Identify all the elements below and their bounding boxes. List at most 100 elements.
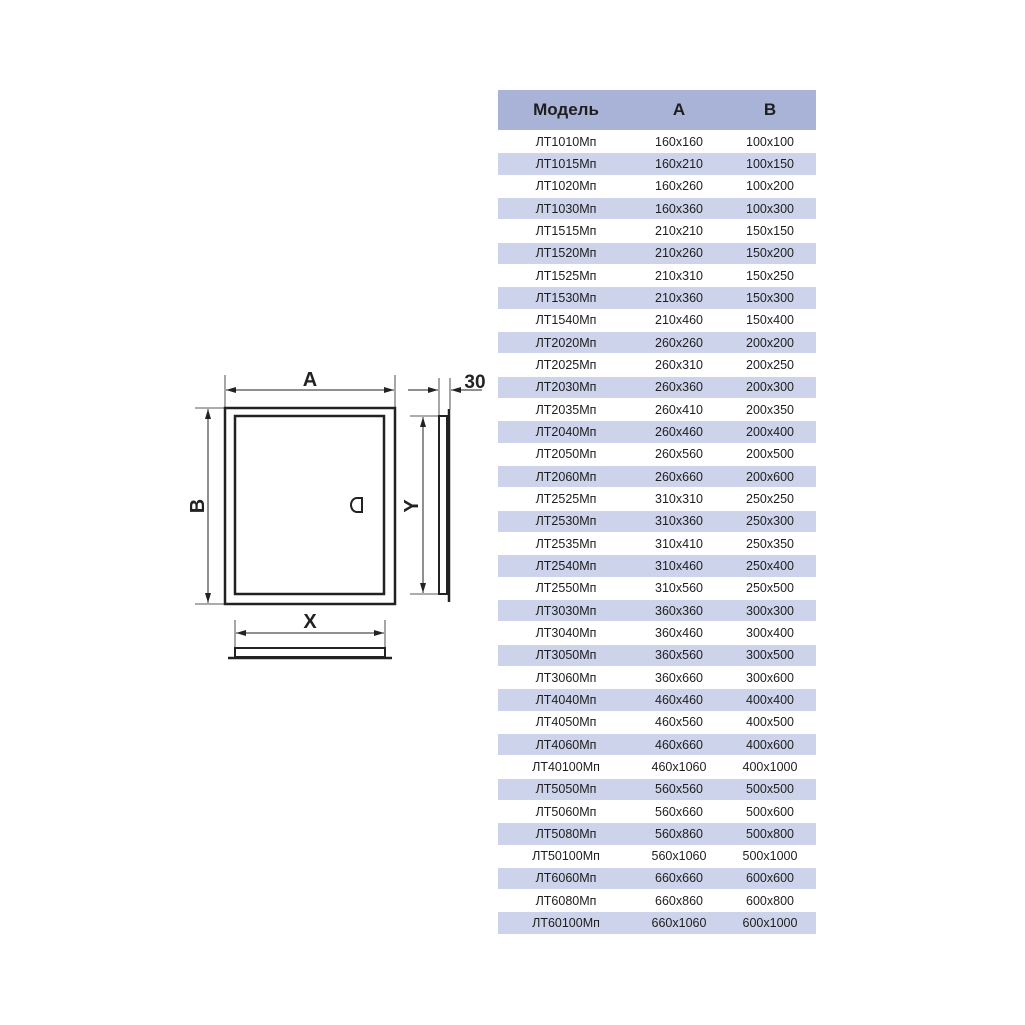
- model-cell: ЛТ4050Мп: [498, 710, 634, 733]
- size-a-cell: 310x460: [634, 554, 724, 577]
- size-b-cell: 250x250: [724, 487, 816, 509]
- hatch-side-view: [438, 415, 448, 595]
- size-a-cell: 210x460: [634, 308, 724, 331]
- size-b-cell: 150x300: [724, 286, 816, 309]
- header-b: B: [724, 90, 816, 130]
- size-a-cell: 560x860: [634, 822, 724, 845]
- size-a-cell: 260x660: [634, 464, 724, 488]
- size-a-cell: 310x360: [634, 509, 724, 532]
- model-cell: ЛТ2060Мп: [498, 464, 634, 488]
- size-b-cell: 400x600: [724, 732, 816, 756]
- model-cell: ЛТ2025Мп: [498, 353, 634, 375]
- model-cell: ЛТ1515Мп: [498, 219, 634, 241]
- size-b-cell: 150x150: [724, 219, 816, 241]
- size-a-cell: 260x460: [634, 420, 724, 443]
- size-a-cell: 260x360: [634, 375, 724, 398]
- model-cell: ЛТ2030Мп: [498, 375, 634, 398]
- size-a-cell: 360x460: [634, 621, 724, 643]
- model-cell: ЛТ5060Мп: [498, 799, 634, 822]
- header-a: A: [634, 90, 724, 130]
- model-cell: ЛТ2050Мп: [498, 442, 634, 465]
- size-a-cell: 260x410: [634, 397, 724, 420]
- size-a-cell: 260x310: [634, 353, 724, 375]
- label-a: A: [303, 369, 317, 391]
- label-depth: 30: [464, 372, 485, 393]
- size-b-cell: 300x600: [724, 665, 816, 688]
- size-a-cell: 260x260: [634, 330, 724, 354]
- size-b-cell: 200x600: [724, 464, 816, 488]
- size-a-cell: 160x210: [634, 152, 724, 175]
- size-b-cell: 100x300: [724, 196, 816, 220]
- size-b-cell: 150x200: [724, 241, 816, 264]
- size-b-cell: 200x350: [724, 397, 816, 420]
- size-a-cell: 460x660: [634, 732, 724, 756]
- size-b-cell: 250x500: [724, 576, 816, 599]
- size-b-cell: 100x100: [724, 130, 816, 152]
- size-b-cell: 600x800: [724, 889, 816, 911]
- size-a-cell: 160x160: [634, 130, 724, 152]
- size-b-cell: 400x400: [724, 688, 816, 711]
- size-a-cell: 660x1060: [634, 911, 724, 934]
- model-cell: ЛТ1010Мп: [498, 130, 634, 152]
- size-a-cell: 260x560: [634, 442, 724, 465]
- size-b-cell: 400x500: [724, 710, 816, 733]
- model-cell: ЛТ1530Мп: [498, 286, 634, 309]
- size-b-cell: 300x400: [724, 621, 816, 643]
- size-a-cell: 360x560: [634, 643, 724, 666]
- size-b-cell: 100x200: [724, 174, 816, 197]
- model-cell: ЛТ4060Мп: [498, 732, 634, 756]
- model-cell: ЛТ2550Мп: [498, 576, 634, 599]
- size-a-cell: 210x210: [634, 219, 724, 241]
- model-cell: ЛТ1030Мп: [498, 196, 634, 220]
- size-b-cell: 500x600: [724, 799, 816, 822]
- model-cell: ЛТ60100Мп: [498, 911, 634, 934]
- model-cell: ЛТ2020Мп: [498, 330, 634, 354]
- size-b-cell: 250x350: [724, 531, 816, 554]
- model-cell: ЛТ6060Мп: [498, 866, 634, 890]
- model-cell: ЛТ2535Мп: [498, 531, 634, 554]
- size-a-cell: 360x660: [634, 665, 724, 688]
- model-cell: ЛТ5080Мп: [498, 822, 634, 845]
- size-b-cell: 200x300: [724, 375, 816, 398]
- model-cell: ЛТ1525Мп: [498, 263, 634, 286]
- size-a-cell: 460x460: [634, 688, 724, 711]
- size-b-cell: 250x400: [724, 554, 816, 577]
- size-b-cell: 600x1000: [724, 911, 816, 934]
- model-cell: ЛТ1020Мп: [498, 174, 634, 197]
- hatch-outer-frame: [223, 406, 397, 606]
- model-cell: ЛТ2035Мп: [498, 397, 634, 420]
- size-b-cell: 150x400: [724, 308, 816, 331]
- size-b-cell: 500x800: [724, 822, 816, 845]
- model-cell: ЛТ2540Мп: [498, 554, 634, 577]
- hatch-door-panel: [233, 414, 386, 596]
- model-cell: ЛТ3050Мп: [498, 643, 634, 666]
- size-a-cell: 160x260: [634, 174, 724, 197]
- size-a-cell: 210x260: [634, 241, 724, 264]
- model-cell: ЛТ50100Мп: [498, 844, 634, 867]
- size-a-cell: 310x310: [634, 487, 724, 509]
